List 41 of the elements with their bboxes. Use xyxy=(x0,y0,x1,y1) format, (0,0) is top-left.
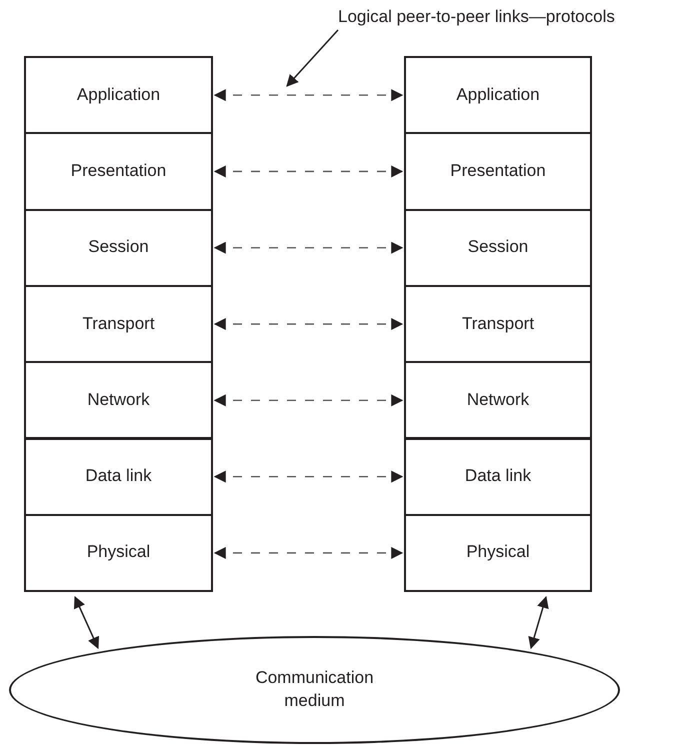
layer-box xyxy=(404,132,592,211)
node-label: Transport xyxy=(82,314,155,333)
callout-text: Logical peer-to-peer links—protocols xyxy=(338,6,688,30)
layer-box xyxy=(24,208,213,287)
arrow xyxy=(214,242,404,254)
layer-box xyxy=(404,56,592,134)
layer-box xyxy=(404,514,592,592)
arrow xyxy=(528,596,549,650)
layer-box xyxy=(24,514,213,592)
layer-box xyxy=(24,361,213,440)
layer-box xyxy=(404,361,592,440)
layer-box xyxy=(404,438,592,516)
node-label: Session xyxy=(88,237,149,256)
arrow xyxy=(214,546,404,559)
layer-box xyxy=(24,284,213,364)
arrow xyxy=(214,165,404,178)
node-label: Physical xyxy=(466,542,530,562)
layer-box xyxy=(24,56,213,134)
node-label: Network xyxy=(466,390,530,409)
arrow xyxy=(214,318,404,330)
layer-box xyxy=(404,208,592,287)
node-label: Application xyxy=(76,84,160,104)
layer-box xyxy=(24,438,213,516)
node-label: Application xyxy=(456,84,540,104)
node-label: Session xyxy=(468,237,528,256)
node-label: Network xyxy=(87,390,150,409)
medium-ellipse xyxy=(9,636,620,744)
leader-line xyxy=(286,30,339,87)
node-label: Presentation xyxy=(70,160,166,180)
layer-box xyxy=(24,132,213,211)
arrow xyxy=(74,596,100,650)
arrow xyxy=(214,470,404,483)
node-label: Transport xyxy=(462,314,534,333)
node-label: Communication medium xyxy=(255,668,374,710)
arrow xyxy=(214,89,404,102)
arrow xyxy=(214,394,404,406)
node-label: Presentation xyxy=(450,160,546,180)
layer-box xyxy=(404,284,592,364)
node-label: Physical xyxy=(86,542,150,562)
node-label: Data link xyxy=(85,466,152,486)
node-label: Data link xyxy=(464,466,532,486)
